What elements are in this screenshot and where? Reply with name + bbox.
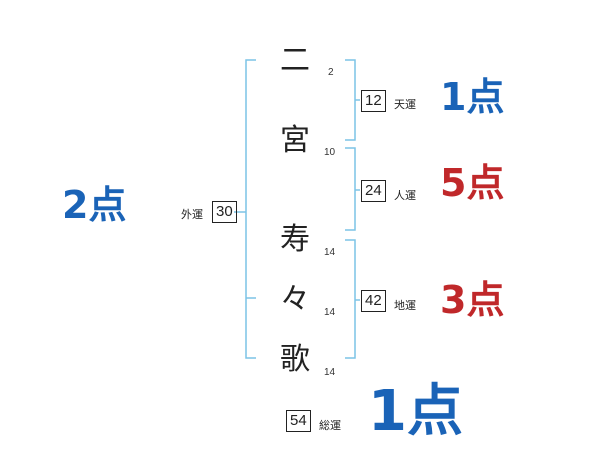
jin-score: 5点 — [440, 161, 505, 205]
chi-value-box: 42 — [361, 290, 386, 312]
name-char-5: 歌 — [280, 342, 310, 377]
ten-value-box: 12 — [361, 90, 386, 112]
jin-bracket — [345, 147, 356, 231]
jin-value-box: 24 — [361, 180, 386, 202]
sou-score: 1点 — [368, 379, 463, 444]
stroke-count-2: 10 — [324, 147, 336, 158]
chi-bracket — [345, 239, 356, 359]
stroke-count-3: 14 — [324, 247, 336, 258]
sou-label: 総運 — [319, 419, 341, 432]
chi-label: 地運 — [394, 299, 416, 312]
stroke-count-4: 14 — [324, 307, 336, 318]
chi-score: 3点 — [440, 278, 505, 322]
name-char-3: 寿 — [280, 222, 310, 257]
name-char-4: 々 — [280, 282, 310, 317]
outer-bracket — [245, 59, 256, 359]
gai-label: 外運 — [181, 208, 203, 221]
ten-label: 天運 — [394, 98, 416, 111]
sou-value-box: 54 — [286, 410, 311, 432]
name-char-1: 二 — [280, 43, 310, 78]
gai-value-box: 30 — [212, 201, 237, 223]
name-char-2: 宮 — [280, 123, 310, 158]
stroke-count-5: 14 — [324, 367, 336, 378]
ten-score: 1点 — [440, 75, 505, 119]
ten-bracket — [345, 59, 356, 141]
jin-label: 人運 — [394, 189, 416, 202]
stroke-count-1: 2 — [328, 67, 334, 78]
gai-score: 2点 — [62, 183, 127, 227]
